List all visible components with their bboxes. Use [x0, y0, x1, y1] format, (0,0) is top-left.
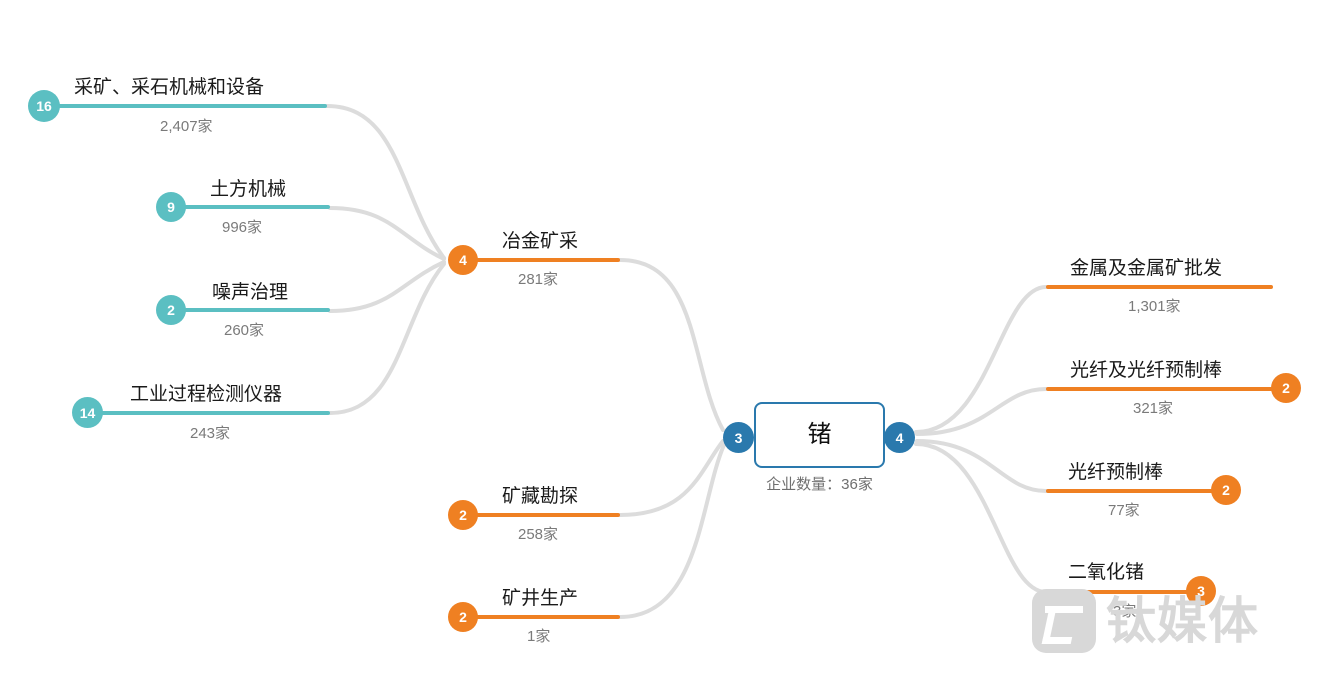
center-left-badge[interactable]: 3: [723, 422, 754, 453]
node-noise-control-title: 噪声治理: [212, 282, 289, 303]
node-fiber-and-preform-title: 光纤及光纤预制棒: [1070, 360, 1223, 381]
node-germanium-dioxide-bar: [1046, 590, 1203, 594]
node-mining-machinery-title: 采矿、采石机械和设备: [74, 77, 265, 98]
center-node-title: 锗: [807, 421, 832, 448]
node-noise-control-badge[interactable]: 2: [156, 295, 186, 325]
node-mineral-exploration-badge[interactable]: 2: [448, 500, 478, 530]
node-mine-production-badge[interactable]: 2: [448, 602, 478, 632]
tmtpost-logo-icon: [1032, 589, 1096, 653]
node-metal-wholesale-title: 金属及金属矿批发: [1070, 258, 1223, 279]
node-mining-machinery-count: 2,407家: [160, 118, 213, 135]
center-node-subtitle: 企业数量：36家: [766, 476, 873, 493]
link-earthmoving: [328, 206, 446, 261]
link-mine-production: [618, 443, 726, 619]
center-node[interactable]: 锗: [754, 402, 885, 468]
link-noise-control: [328, 260, 446, 313]
node-mine-production-bar: [474, 615, 620, 619]
node-earthmoving-bar: [182, 205, 330, 209]
node-noise-control-bar: [182, 308, 330, 312]
node-mineral-exploration-bar: [474, 513, 620, 517]
link-mineral-exploration: [618, 439, 725, 517]
node-earthmoving-count: 996家: [222, 219, 263, 236]
node-mine-production-count: 1家: [527, 628, 551, 645]
node-earthmoving-badge[interactable]: 9: [156, 192, 186, 222]
link-fiber-and-preform: [915, 387, 1048, 436]
node-mining-machinery-badge[interactable]: 16: [28, 90, 60, 122]
node-process-instruments-title: 工业过程检测仪器: [130, 384, 283, 405]
node-noise-control-count: 260家: [224, 322, 265, 339]
node-metallurgy-mining-bar: [474, 258, 620, 262]
node-mineral-exploration-title: 矿藏勘探: [502, 486, 579, 507]
node-fiber-preform-count: 77家: [1108, 502, 1140, 519]
node-metallurgy-mining-title: 冶金矿采: [502, 231, 579, 252]
node-germanium-dioxide-count: 3家: [1113, 603, 1137, 620]
node-metallurgy-mining-count: 281家: [518, 271, 559, 288]
link-process-instruments: [328, 262, 446, 415]
node-germanium-dioxide-badge[interactable]: 3: [1186, 576, 1216, 606]
node-earthmoving-title: 土方机械: [210, 179, 287, 200]
node-process-instruments-count: 243家: [190, 425, 231, 442]
watermark-text: 钛媒体: [1106, 593, 1259, 649]
node-fiber-preform-badge[interactable]: 2: [1211, 475, 1241, 505]
node-metal-wholesale-bar: [1046, 285, 1273, 289]
watermark: 钛媒体: [1032, 586, 1300, 656]
center-right-badge[interactable]: 4: [884, 422, 915, 453]
node-mining-machinery-bar: [56, 104, 327, 108]
node-fiber-preform-title: 光纤预制棒: [1068, 462, 1164, 483]
node-fiber-and-preform-badge[interactable]: 2: [1271, 373, 1301, 403]
node-mine-production-title: 矿井生产: [502, 588, 579, 609]
node-process-instruments-bar: [99, 411, 330, 415]
link-germanium-dioxide: [914, 442, 1048, 594]
node-process-instruments-badge[interactable]: 14: [72, 397, 103, 428]
node-metallurgy-mining-badge[interactable]: 4: [448, 245, 478, 275]
node-fiber-preform-bar: [1046, 489, 1213, 493]
node-fiber-and-preform-bar: [1046, 387, 1273, 391]
link-metal-wholesale: [914, 285, 1048, 434]
node-fiber-and-preform-count: 321家: [1133, 400, 1174, 417]
node-germanium-dioxide-title: 二氧化锗: [1068, 562, 1145, 583]
link-mining-machinery: [325, 104, 446, 260]
node-mineral-exploration-count: 258家: [518, 526, 559, 543]
link-fiber-preform: [915, 439, 1048, 493]
link-metallurgy-mining: [618, 258, 725, 432]
node-metal-wholesale-count: 1,301家: [1128, 298, 1181, 315]
